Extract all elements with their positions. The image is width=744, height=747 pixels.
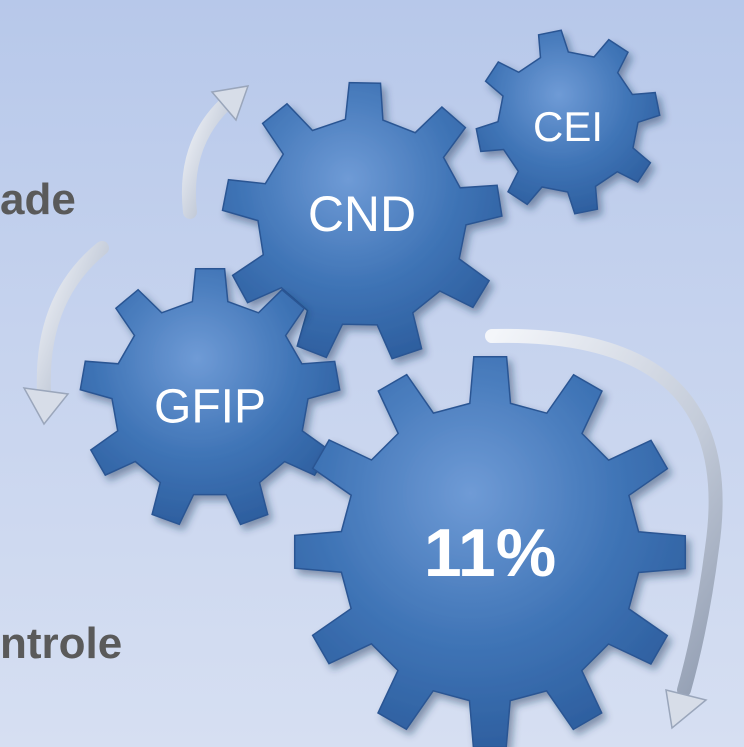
gear-label-gfip: GFIP — [154, 381, 266, 434]
side-text-bottom: ntrole — [0, 619, 123, 668]
gear-label-cei: CEI — [533, 103, 603, 150]
gear-label-cnd: CND — [308, 186, 416, 242]
side-text-top: ade — [0, 175, 76, 224]
gear-cei — [475, 29, 661, 215]
gear-body-pct — [293, 355, 687, 747]
gear-body-cei — [475, 29, 661, 215]
gear-gfip — [79, 268, 341, 526]
gear-pct — [293, 355, 687, 747]
arrow-right — [485, 328, 723, 730]
arrow-top-left — [181, 85, 250, 219]
gear-body-cnd — [221, 81, 503, 360]
gear-body-gfip — [79, 268, 341, 526]
arrow-left — [22, 241, 109, 426]
gear-cnd — [221, 81, 503, 360]
gear-label-pct: 11% — [424, 515, 556, 591]
